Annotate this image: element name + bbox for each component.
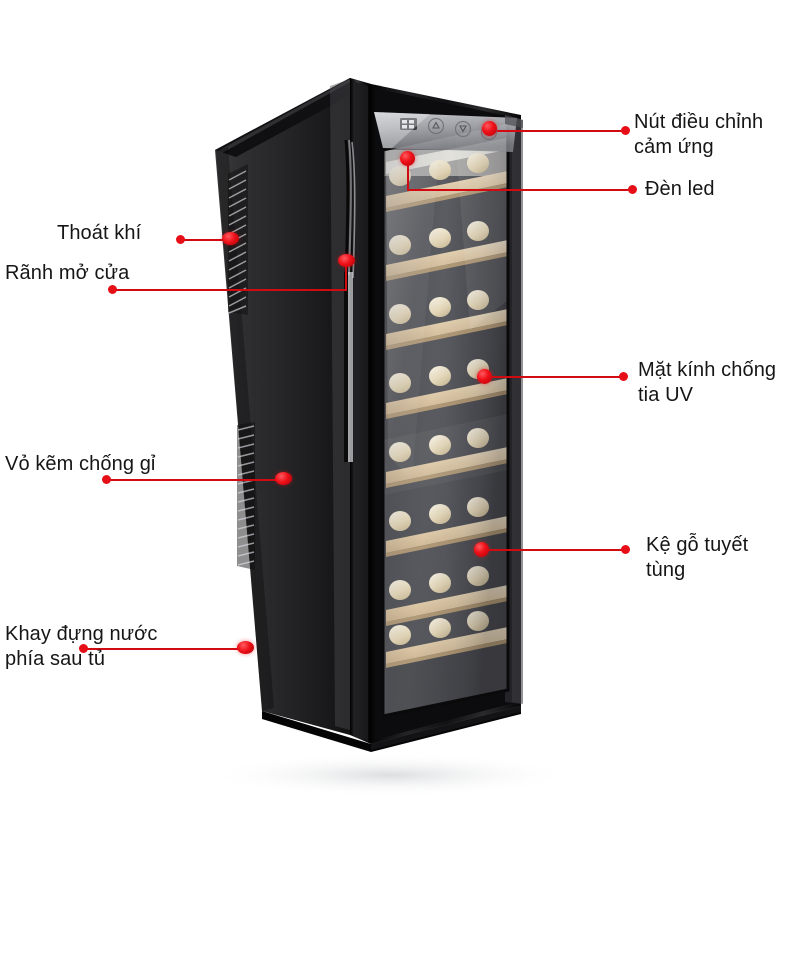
callout-label-zinc-body: Vỏ kẽm chống gỉ [5, 453, 156, 475]
label-dot-cedar-shelf [621, 545, 630, 554]
callout-label-door-groove: Rãnh mở cửa [5, 262, 130, 284]
down-button[interactable] [454, 120, 472, 138]
target-dot-zinc-body [275, 472, 292, 485]
label-dot-touch-control [621, 126, 630, 135]
target-dot-water-tray [237, 641, 254, 654]
cabinet-top-face [215, 78, 371, 157]
air-vent-lower [237, 422, 255, 570]
callout-label-air-vent: Thoát khí [57, 222, 142, 244]
temperature-display [400, 118, 417, 130]
label-dot-led [628, 185, 637, 194]
label-dot-zinc-body [102, 475, 111, 484]
label-dot-door-groove [108, 285, 117, 294]
label-dot-air-vent [176, 235, 185, 244]
target-dot-led [400, 151, 415, 166]
target-dot-uv-glass [477, 369, 492, 384]
leader-line-cedar-shelf [486, 549, 626, 551]
leader-line-zinc-body [109, 479, 285, 481]
leader-line-led-vertical [407, 160, 409, 190]
target-dot-cedar-shelf [474, 542, 489, 557]
up-button[interactable] [427, 117, 445, 135]
callout-label-led: Đèn led [645, 178, 715, 200]
target-dot-touch-control [482, 121, 497, 136]
label-dot-water-tray [79, 644, 88, 653]
callout-label-water-tray: Khay đựng nước phía sau tủ [5, 623, 158, 670]
cabinet-side-panel [215, 78, 350, 735]
leader-line-uv-glass [488, 376, 624, 378]
leader-line-touch-control [497, 130, 626, 132]
callout-label-uv-glass: Mặt kính chống tia UV [638, 359, 777, 406]
callout-label-cedar-shelf: Kệ gỗ tuyết tùng [646, 534, 749, 581]
leader-line-door-groove [115, 289, 347, 291]
leader-line-led-horizontal [407, 189, 632, 191]
touch-control-panel[interactable] [374, 112, 517, 152]
leader-line-air-vent [183, 239, 231, 241]
leader-line-water-tray [86, 648, 248, 650]
target-dot-door-groove [338, 254, 355, 267]
target-dot-air-vent [222, 232, 239, 245]
leader-line-door-groove-vertical [345, 262, 347, 290]
callout-label-touch-control: Nút điều chỉnh cảm ứng [634, 111, 764, 158]
label-dot-uv-glass [619, 372, 628, 381]
door-hinge-column [355, 82, 368, 741]
